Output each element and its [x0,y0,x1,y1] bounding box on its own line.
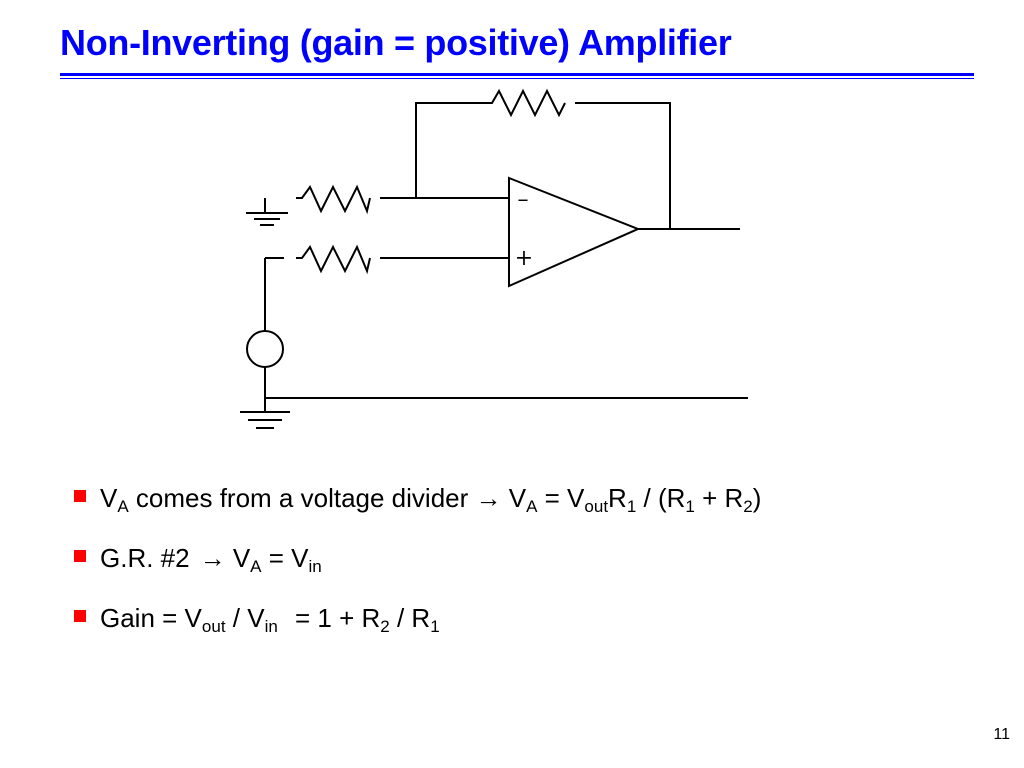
bullet-marker [74,550,86,562]
title-underline-thin [60,78,974,79]
feedback-wire-right [575,102,671,229]
resistor-input [296,244,371,275]
bullet-marker [74,490,86,502]
voltage-source [246,330,284,368]
opamp-triangle [508,176,641,288]
slide-title: Non-Inverting (gain = positive) Amplifie… [60,22,732,63]
title-underline [60,73,974,76]
page-number: 11 [993,726,1010,743]
bullet-list: VA comes from a voltage divider → VA = V… [74,478,761,658]
bullet-golden-rule: G.R. #2→ VA = Vin [74,538,761,598]
ground-top-symbol [246,212,288,226]
opamp-plus-label: + [515,246,533,271]
opamp-minus-label: – [518,187,529,212]
bullet-gain: Gain = Vout / Vin = 1 + R2 / R1 [74,598,761,658]
resistor-r1 [296,184,371,215]
bullet-voltage-divider: VA comes from a voltage divider → VA = V… [74,478,761,538]
ground-bottom-symbol [240,411,290,429]
right-arrow-icon: → [475,483,502,513]
right-arrow-icon: → [199,543,226,573]
feedback-wire-left [415,102,478,198]
resistor-r2 [478,88,566,118]
bullet-marker [74,610,86,622]
